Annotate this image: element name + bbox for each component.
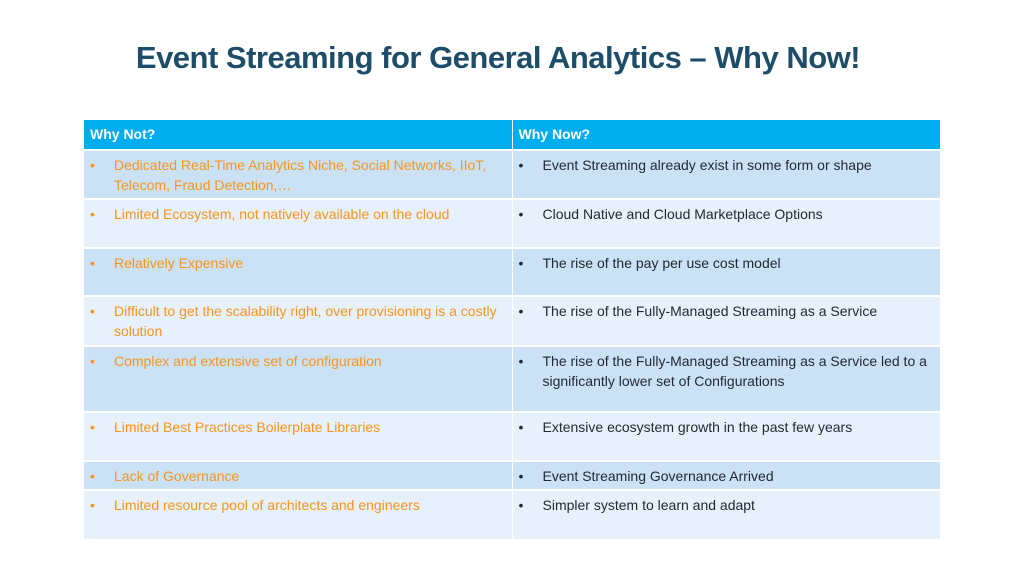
- cell-text: Simpler system to learn and adapt: [542, 497, 755, 513]
- cell-why-now: • Event Streaming Governance Arrived: [511, 460, 940, 490]
- table-row: • Limited Best Practices Boilerplate Libr…: [84, 411, 940, 461]
- cell-text: Limited Best Practices Boilerplate Libra…: [114, 419, 381, 435]
- cell-text: Relatively Expensive: [114, 255, 244, 271]
- table-row: • Difficult to get the scalability right,…: [84, 295, 940, 346]
- cell-text: Dedicated Real-Time Analytics Niche, Soc…: [114, 157, 487, 193]
- bullet-icon: •: [518, 157, 524, 173]
- cell-text: Event Streaming already exist in some fo…: [542, 157, 872, 173]
- cell-text: Limited resource pool of architects and …: [114, 497, 420, 513]
- bullet-icon: •: [518, 468, 524, 484]
- comparison-table: Why Not? Why Now? • Dedicated Real-Time A…: [84, 118, 940, 539]
- cell-why-not: • Limited Best Practices Boilerplate Libr…: [84, 411, 512, 461]
- cell-why-not: • Limited Ecosystem, not natively availab…: [84, 198, 512, 248]
- cell-text: Limited Ecosystem, not natively availabl…: [114, 206, 450, 222]
- bullet-icon: •: [90, 419, 95, 435]
- cell-text: Cloud Native and Cloud Marketplace Optio…: [542, 206, 823, 222]
- cell-text: The rise of the pay per use cost model: [542, 255, 781, 271]
- bullet-icon: •: [90, 497, 95, 513]
- table-row: • Lack of Governance • Event Streaming Gove…: [84, 460, 940, 490]
- cell-why-now: • Cloud Native and Cloud Marketplace Opti…: [511, 198, 940, 248]
- bullet-icon: •: [90, 255, 95, 271]
- cell-why-not: • Complex and extensive set of configurat…: [84, 345, 512, 412]
- cell-why-now: • The rise of the Fully-Managed Streaming…: [511, 345, 940, 412]
- cell-text: Lack of Governance: [114, 468, 240, 484]
- bullet-icon: •: [518, 353, 524, 369]
- cell-text: The rise of the Fully-Managed Streaming …: [542, 353, 927, 389]
- cell-text: Extensive ecosystem growth in the past f…: [542, 419, 853, 435]
- slide-title: Event Streaming for General Analytics – …: [135, 40, 861, 75]
- bullet-icon: •: [518, 255, 524, 271]
- cell-why-now: • Simpler system to learn and adapt: [511, 489, 940, 539]
- bullet-icon: •: [518, 303, 524, 319]
- cell-why-now: • The rise of the Fully-Managed Streaming…: [511, 295, 940, 346]
- cell-why-not: • Difficult to get the scalability right,…: [84, 295, 512, 346]
- cell-why-now: • Event Streaming already exist in some f…: [511, 149, 940, 199]
- cell-why-now: • The rise of the pay per use cost model: [511, 247, 940, 296]
- cell-why-not: • Dedicated Real-Time Analytics Niche, So…: [84, 149, 512, 199]
- cell-text: Complex and extensive set of configurati…: [114, 353, 382, 369]
- bullet-icon: •: [90, 157, 95, 173]
- bullet-icon: •: [518, 419, 524, 435]
- cell-text: Event Streaming Governance Arrived: [542, 468, 774, 484]
- bullet-icon: •: [90, 468, 95, 484]
- cell-why-not: • Relatively Expensive: [84, 247, 512, 296]
- cell-text: The rise of the Fully-Managed Streaming …: [542, 303, 878, 319]
- header-why-not: Why Not?: [84, 118, 512, 150]
- header-why-now: Why Now?: [511, 118, 940, 150]
- table-header-row: Why Not? Why Now?: [84, 118, 940, 150]
- bullet-icon: •: [90, 206, 95, 222]
- bullet-icon: •: [90, 303, 95, 319]
- cell-why-not: • Lack of Governance: [84, 460, 512, 490]
- table-row: • Complex and extensive set of configurat…: [84, 345, 940, 412]
- bullet-icon: •: [518, 497, 524, 513]
- bullet-icon: •: [518, 206, 524, 222]
- bullet-icon: •: [90, 353, 95, 369]
- cell-text: Difficult to get the scalability right, …: [114, 303, 497, 339]
- cell-why-now: • Extensive ecosystem growth in the past …: [511, 411, 940, 461]
- table-row: • Limited resource pool of architects and…: [84, 489, 940, 539]
- cell-why-not: • Limited resource pool of architects and…: [84, 489, 512, 539]
- table-row: • Dedicated Real-Time Analytics Niche, So…: [84, 149, 940, 199]
- table-row: • Relatively Expensive • The rise of the pa…: [84, 247, 940, 296]
- table-row: • Limited Ecosystem, not natively availab…: [84, 198, 940, 248]
